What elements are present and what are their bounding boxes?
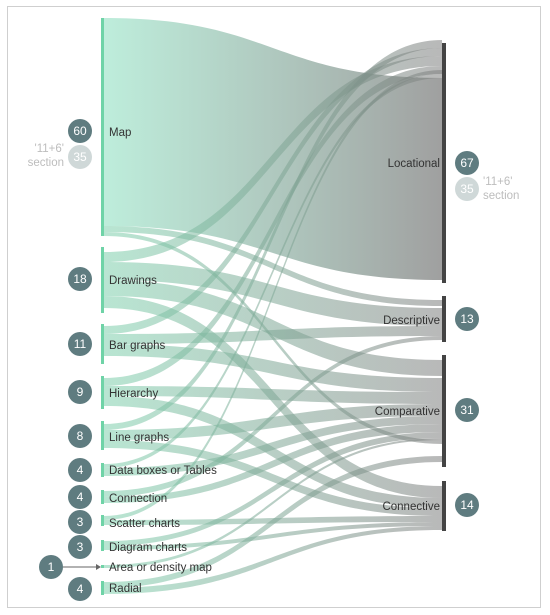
left-node-bar-6 <box>101 490 104 504</box>
right-node-bar-3 <box>442 481 446 531</box>
left-section-note-map: 35 '11+6' section <box>28 143 92 169</box>
svg-text:'11+6': '11+6' <box>483 176 512 188</box>
flow-8-to-2 <box>104 432 442 546</box>
right-badge-connective: 14 <box>455 493 479 517</box>
flow-4-to-3 <box>104 440 442 516</box>
svg-text:11: 11 <box>74 337 87 351</box>
left-badge-radial: 4 <box>68 577 92 601</box>
svg-text:1: 1 <box>48 560 55 574</box>
svg-text:14: 14 <box>460 498 474 512</box>
flow-2-to-1 <box>104 326 442 344</box>
right-node-bar-1 <box>442 296 446 342</box>
flow-3-to-2 <box>104 386 442 404</box>
left-badge-data-boxes: 4 <box>68 458 92 482</box>
flow-3-to-0 <box>104 66 442 386</box>
right-label-locational: Locational <box>388 158 440 170</box>
left-label-hierarchy: Hierarchy <box>109 388 158 400</box>
right-label-comparative: Comparative <box>375 406 440 418</box>
svg-text:31: 31 <box>460 403 474 417</box>
right-node-bar-2 <box>442 355 446 467</box>
flow-10-to-3 <box>104 526 442 594</box>
right-label-connective: Connective <box>382 501 440 513</box>
svg-text:9: 9 <box>77 385 84 399</box>
left-node-bar-0 <box>101 18 104 236</box>
left-node-bar-2 <box>101 324 104 364</box>
flow-7-to-0 <box>104 70 442 520</box>
left-label-diagram-charts: Diagram charts <box>109 542 187 554</box>
flow-4-to-0 <box>104 40 442 430</box>
left-node-bar-3 <box>101 376 104 409</box>
flow-5-to-0 <box>104 74 442 468</box>
left-label-bar-graphs: Bar graphs <box>109 340 166 352</box>
left-badge-line-graphs: 8 <box>68 424 92 448</box>
flow-3-to-3 <box>104 396 442 508</box>
flow-10-to-2 <box>104 456 442 588</box>
flow-0-to-1 <box>104 226 442 306</box>
left-node-bar-1 <box>101 247 104 313</box>
svg-text:8: 8 <box>77 429 84 443</box>
left-label-drawings: Drawings <box>109 275 157 287</box>
svg-text:4: 4 <box>77 490 84 504</box>
left-node-bar-8 <box>101 540 104 551</box>
right-label-descriptive: Descriptive <box>383 315 440 327</box>
svg-text:13: 13 <box>460 312 474 326</box>
left-badge-map: 60 <box>68 119 92 143</box>
left-badge-scatter-charts: 3 <box>68 510 92 534</box>
left-label-scatter-charts: Scatter charts <box>109 518 180 530</box>
svg-text:4: 4 <box>77 582 84 596</box>
svg-text:67: 67 <box>460 156 474 170</box>
left-node-bar-5 <box>101 463 104 477</box>
svg-text:3: 3 <box>77 515 84 529</box>
left-node-bar-4 <box>101 421 104 450</box>
flow-6-to-1 <box>104 336 442 497</box>
right-section-note-locational: 35 '11+6' section <box>455 176 519 202</box>
flow-4-to-2 <box>104 404 442 440</box>
svg-text:35: 35 <box>73 150 87 164</box>
right-badge-comparative: 31 <box>455 398 479 422</box>
left-label-connection: Connection <box>109 493 167 505</box>
flows-layer <box>104 18 442 594</box>
flow-5-to-2 <box>104 416 442 476</box>
svg-text:3: 3 <box>77 540 84 554</box>
left-node-bar-10 <box>101 581 104 595</box>
left-badge-drawings: 18 <box>68 267 92 291</box>
left-label-area-density-map: Area or density map <box>109 562 212 574</box>
flow-6-to-2 <box>104 424 442 503</box>
right-node-bar-0 <box>442 43 446 283</box>
right-badge-locational: 67 <box>455 151 479 175</box>
left-label-radial: Radial <box>109 583 142 595</box>
flow-1-to-0 <box>104 56 442 262</box>
flow-2-to-2 <box>104 344 442 392</box>
arrow-head-icon <box>96 564 101 570</box>
svg-text:section: section <box>483 190 519 202</box>
svg-text:'11+6': '11+6' <box>35 143 64 155</box>
left-label-line-graphs: Line graphs <box>109 432 169 444</box>
left-label-data-boxes: Data boxes or Tables <box>109 465 217 477</box>
svg-text:60: 60 <box>73 124 87 138</box>
flow-8-to-3 <box>104 522 442 550</box>
flow-9-to-2 <box>104 438 442 568</box>
node-bars-layer <box>101 18 446 595</box>
flow-2-to-0 <box>104 48 442 334</box>
left-badge-diagram-charts: 3 <box>68 535 92 559</box>
left-badge-hierarchy: 9 <box>68 380 92 404</box>
svg-text:4: 4 <box>77 463 84 477</box>
left-label-map: Map <box>109 127 131 139</box>
right-badge-descriptive: 13 <box>455 307 479 331</box>
left-badge-area-density-map: 1 <box>39 555 101 579</box>
left-node-bar-9 <box>101 565 104 568</box>
left-node-bar-7 <box>101 515 104 526</box>
left-badge-bar-graphs: 11 <box>68 332 92 356</box>
svg-text:35: 35 <box>460 182 474 196</box>
svg-text:section: section <box>28 157 64 169</box>
left-badge-connection: 4 <box>68 485 92 509</box>
svg-text:18: 18 <box>73 272 87 286</box>
